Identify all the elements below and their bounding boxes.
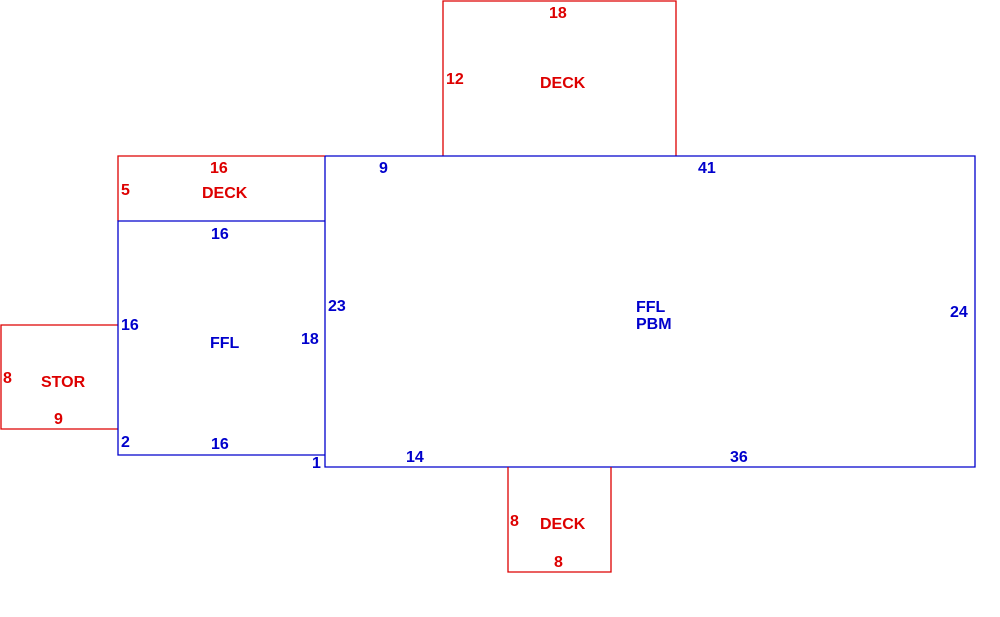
deck-left-area: DECK 16 5 (117, 155, 325, 221)
deck-top-area: DECK 18 12 (442, 0, 677, 156)
ffl-left-label: FFL (210, 335, 240, 352)
main-dim-left: 23 (328, 298, 346, 315)
stor-label: STOR (41, 374, 86, 391)
ffl-left-dim-right: 18 (301, 331, 319, 348)
main-dim-top: 41 (698, 160, 716, 177)
main-outline (324, 155, 976, 468)
main-dim-bottom-left: 14 (406, 449, 424, 466)
deck-left-dim-depth: 5 (121, 182, 130, 199)
deck-bottom-area: DECK 8 8 (507, 467, 612, 573)
deck-bottom-dim-depth: 8 (510, 513, 519, 530)
main-dim-right: 24 (950, 304, 968, 321)
stor-outline (0, 324, 118, 430)
deck-top-outline (442, 0, 677, 156)
ffl-left-outline (117, 220, 325, 456)
deck-top-dim-depth: 12 (446, 71, 464, 88)
deck-bottom-label: DECK (540, 516, 586, 533)
deck-left-dim-width: 16 (210, 160, 228, 177)
deck-left-label: DECK (202, 185, 248, 202)
main-dim-top-left: 9 (379, 160, 388, 177)
main-dim-jog: 1 (312, 455, 321, 472)
deck-top-dim-width: 18 (549, 5, 567, 22)
stor-area: STOR 8 9 (0, 324, 118, 430)
main-label-ffl: FFL (636, 299, 666, 316)
deck-bottom-outline (507, 467, 612, 573)
main-label-pbm: PBM (636, 316, 672, 333)
main-dim-bottom: 36 (730, 449, 748, 466)
stor-dim-width: 9 (54, 411, 63, 428)
ffl-left-dim-jog: 2 (121, 434, 130, 451)
ffl-left-area: FFL 16 16 18 2 16 (117, 220, 325, 456)
main-area: FFL PBM 9 41 23 24 1 14 36 (312, 155, 976, 472)
ffl-left-dim-bottom: 16 (211, 436, 229, 453)
stor-dim-depth: 8 (3, 370, 12, 387)
ffl-left-dim-top: 16 (211, 226, 229, 243)
deck-bottom-dim-width: 8 (554, 554, 563, 571)
deck-left-outline (117, 155, 325, 221)
ffl-left-dim-left: 16 (121, 317, 139, 334)
deck-top-label: DECK (540, 75, 586, 92)
